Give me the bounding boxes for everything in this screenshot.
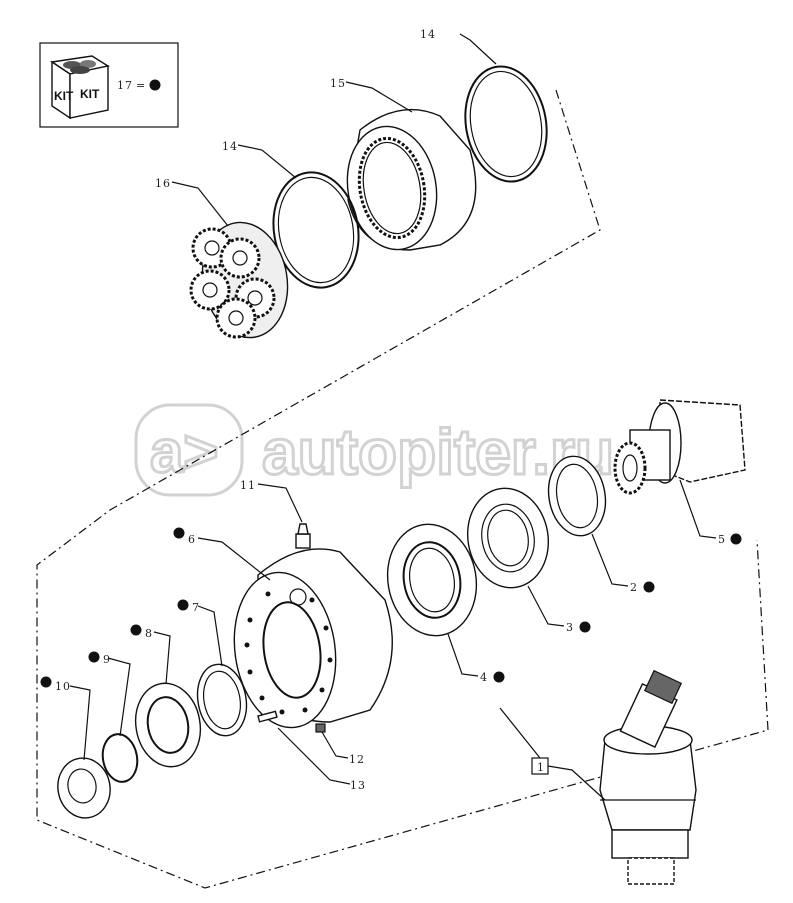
kit-dot-9 [88, 651, 100, 663]
seal-ring-14-upper [464, 65, 548, 183]
kit-legend-equals: = [136, 79, 146, 92]
watermark: a> autopiter.ru [134, 403, 616, 497]
kit-dot-7 [177, 599, 189, 611]
callout-13: 13 [350, 779, 366, 792]
callout-14-lower: 14 [222, 140, 238, 153]
seal-ring-14-lower [272, 171, 360, 289]
callouts: 14 15 14 16 11 6 7 8 9 10 5 2 3 4 12 13 … [40, 28, 742, 792]
seal-3 [466, 487, 550, 589]
gearbox-assembly-1 [599, 669, 697, 885]
collar-10 [57, 757, 111, 819]
kit-legend-box: KIT KIT 17 = [39, 42, 179, 128]
kit-dot-8 [130, 624, 142, 636]
callout-8: 8 [145, 627, 153, 640]
kit-label-right: KIT [80, 87, 100, 101]
pin-13 [257, 710, 278, 723]
callout-1: 1 [537, 761, 545, 774]
callout-4: 4 [480, 671, 488, 684]
callout-15: 15 [330, 77, 346, 90]
kit-legend-number: 17 [117, 79, 133, 92]
grease-fitting-11 [295, 523, 311, 549]
kit-dot-6 [173, 527, 185, 539]
callout-14-upper: 14 [420, 28, 436, 41]
kit-dot-3 [579, 621, 591, 633]
ring-2 [547, 455, 607, 537]
housing-6 [233, 548, 393, 729]
callout-6: 6 [188, 533, 196, 546]
kit-dot-10 [40, 676, 52, 688]
ring-gear-15 [346, 108, 477, 251]
callout-9: 9 [103, 653, 111, 666]
kit-label-left: KIT [54, 89, 74, 103]
planet-carrier-16 [189, 221, 289, 339]
bearing-8 [134, 682, 202, 768]
assembly-boundary [36, 89, 769, 889]
callout-11: 11 [240, 479, 256, 492]
callout-2: 2 [630, 581, 638, 594]
watermark-logo: a> [150, 418, 218, 485]
callout-16: 16 [155, 177, 171, 190]
plug-12 [315, 723, 326, 733]
callout-3: 3 [566, 621, 574, 634]
pinion-shaft-5 [613, 399, 746, 495]
callout-12: 12 [349, 753, 365, 766]
kit-dot-4 [493, 671, 505, 683]
kit-dot-5 [730, 533, 742, 545]
leader-lines [69, 33, 717, 801]
kit-box-icon: KIT KIT [50, 55, 110, 120]
kit-dot-2 [643, 581, 655, 593]
callout-10: 10 [55, 680, 71, 693]
snap-ring-9 [101, 733, 139, 783]
callout-5: 5 [718, 533, 726, 546]
kit-legend-dot [149, 79, 161, 91]
bearing-4 [386, 523, 478, 637]
seal-7 [196, 663, 248, 737]
callout-7: 7 [192, 601, 200, 614]
